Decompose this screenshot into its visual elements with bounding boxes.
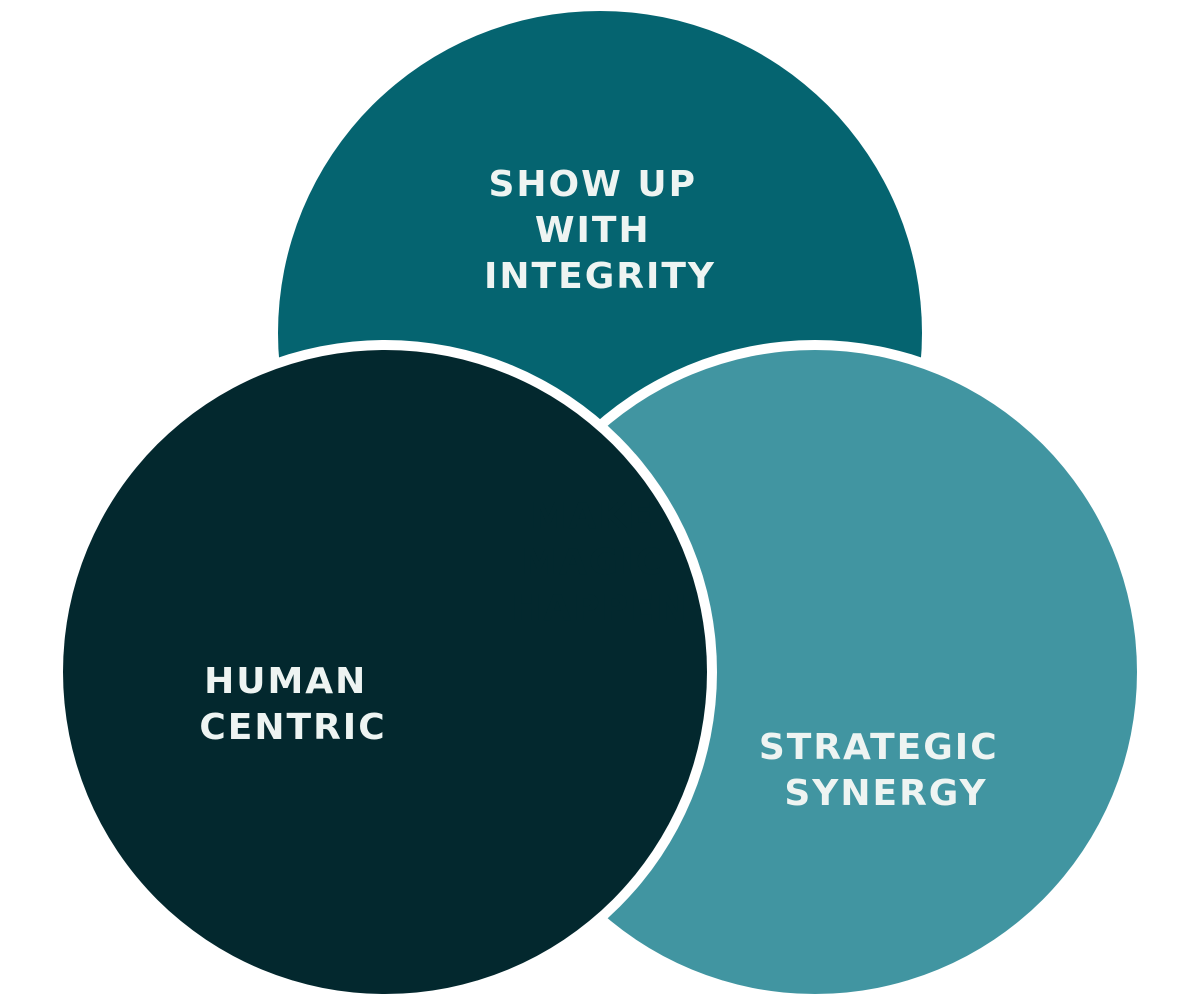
label-human-centric-line-1: HUMAN [204, 661, 367, 702]
circle-human-centric [63, 350, 707, 994]
label-make-magic-happen: MAKE MAGIC HAPPEN [511, 496, 688, 629]
label-strategic-synergy-line-1: STRATEGIC [759, 727, 999, 768]
label-human-centric: HUMAN CENTRIC [199, 661, 386, 748]
label-integrity-line-1: SHOW UP [488, 164, 697, 205]
label-integrity: SHOW UP WITH INTEGRITY [484, 164, 716, 297]
label-strategic-synergy: STRATEGIC SYNERGY [759, 727, 1013, 814]
label-human-centric-line-2: CENTRIC [199, 707, 386, 748]
label-center-line-3: HAPPEN [511, 588, 688, 629]
label-center-line-1: MAKE [531, 496, 655, 537]
label-center-line-2: MAGIC [521, 542, 664, 583]
label-integrity-line-3: INTEGRITY [484, 256, 716, 297]
label-strategic-synergy-line-2: SYNERGY [784, 773, 987, 814]
label-integrity-line-2: WITH [535, 210, 651, 251]
